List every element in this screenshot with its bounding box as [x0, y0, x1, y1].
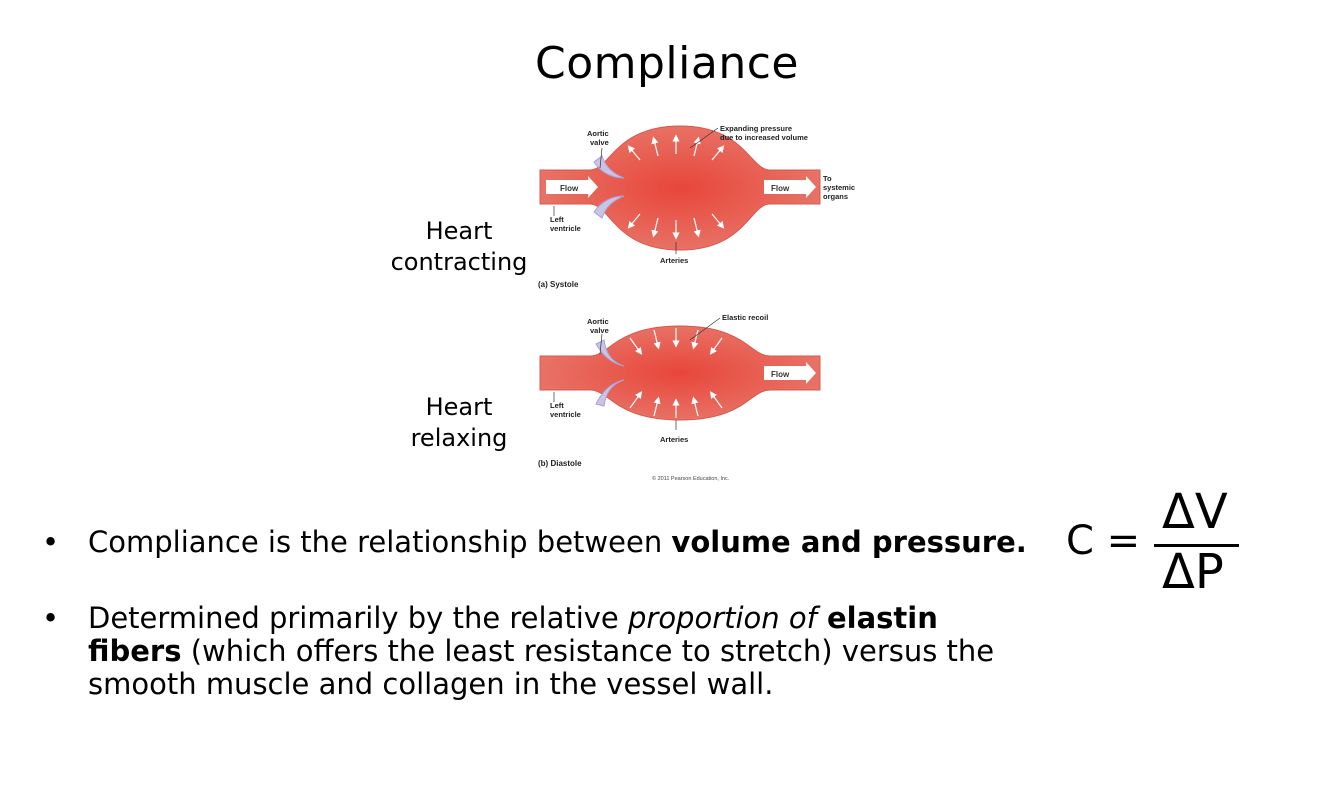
text-run-italic: proportion of	[627, 601, 817, 635]
diastole-caption: (b) Diastole	[538, 459, 582, 468]
label-heart-relaxing: Heart relaxing	[389, 392, 529, 454]
label-line: Heart	[425, 393, 493, 421]
vessel-diagram: Flow Flow Aortic valve Expanding pressur…	[538, 124, 855, 482]
arteries-label: Arteries	[660, 256, 688, 265]
text-line: Determined primarily by the relative pro…	[88, 602, 994, 635]
bullet-text: Compliance is the relationship between v…	[88, 526, 1027, 559]
bullet-dot: •	[42, 525, 60, 559]
text-run: Compliance is the relationship between	[88, 525, 672, 559]
ventricle-label: ventricle	[550, 410, 581, 419]
bullet-dot: •	[42, 601, 60, 635]
formula-lhs: C =	[1066, 518, 1141, 564]
fraction-bar	[1154, 544, 1239, 547]
systole-vessel: Flow Flow Aortic valve Expanding pressur…	[538, 124, 855, 289]
aortic-label: Aortic	[587, 129, 609, 138]
label-line: Heart	[425, 217, 493, 245]
diastole-vessel: Flow Aortic valve Elastic recoil Left ve…	[538, 313, 821, 482]
aortic-label: Aortic	[587, 317, 609, 326]
label-heart-contracting: Heart contracting	[389, 216, 529, 278]
text-run-bold: elastin	[816, 601, 938, 635]
text-line: smooth muscle and collagen in the vessel…	[88, 668, 994, 701]
text-run-bold: fibers	[88, 634, 182, 668]
valve-label: valve	[590, 138, 609, 147]
left-label: Left	[550, 215, 564, 224]
valve-label: valve	[590, 326, 609, 335]
elastic-recoil-label: Elastic recoil	[722, 313, 768, 322]
formula-denominator: ΔP	[1162, 544, 1224, 600]
expanding-label-2: due to increased volume	[720, 133, 808, 142]
expanding-label: Expanding pressure	[720, 124, 792, 133]
formula-numerator: ΔV	[1162, 484, 1228, 540]
text-run: (which offers the least resistance to st…	[181, 634, 995, 668]
systemic-label: systemic	[823, 183, 855, 192]
to-label: To	[823, 174, 832, 183]
label-line: relaxing	[410, 424, 508, 452]
text-line: fibers (which offers the least resistanc…	[88, 635, 994, 668]
text-run-bold: volume and pressure.	[671, 525, 1027, 559]
text-run: Determined primarily by the relative	[88, 601, 628, 635]
arteries-label: Arteries	[660, 435, 688, 444]
label-line: contracting	[390, 248, 528, 276]
organs-label: organs	[823, 192, 848, 201]
flow-in-label: Flow	[560, 184, 579, 193]
bullet-text: Determined primarily by the relative pro…	[88, 602, 994, 701]
ventricle-label: ventricle	[550, 224, 581, 233]
copyright: © 2011 Pearson Education, Inc.	[652, 475, 730, 482]
slide-title: Compliance	[535, 38, 799, 89]
diastole-flow-label: Flow	[771, 370, 790, 379]
systole-caption: (a) Systole	[538, 280, 579, 289]
flow-out-label: Flow	[771, 184, 790, 193]
compliance-formula: C = ΔV ΔP	[1066, 484, 1256, 602]
text-run: smooth muscle and collagen in the vessel…	[88, 667, 774, 701]
left-label: Left	[550, 401, 564, 410]
